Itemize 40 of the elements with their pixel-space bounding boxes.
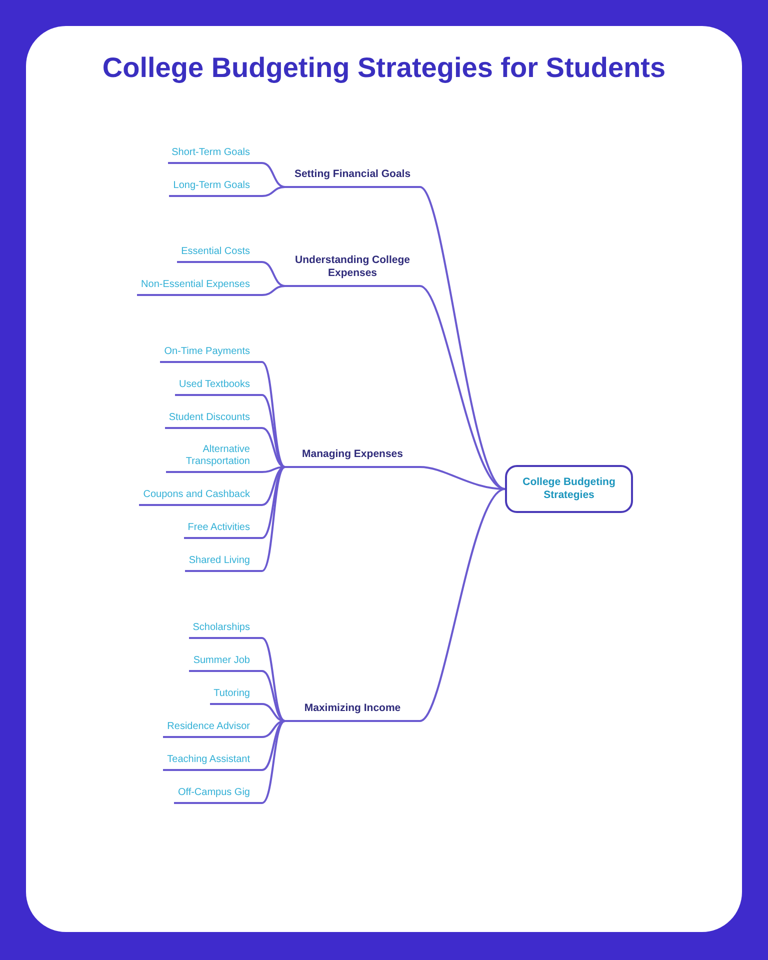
leaf-topic: Long-Term Goals xyxy=(169,180,262,197)
leaf-topic: Used Textbooks xyxy=(175,379,262,396)
connector-line xyxy=(262,670,286,722)
leaf-topic: Non-Essential Expenses xyxy=(137,279,262,296)
connector-line xyxy=(261,466,286,572)
leaf-topic: Residence Advisor xyxy=(163,721,262,738)
connector-line xyxy=(262,394,286,468)
leaf-topic: Off-Campus Gig xyxy=(174,787,262,804)
connector-line xyxy=(262,427,286,468)
connector-line xyxy=(262,720,286,771)
branch-topic: Setting Financial Goals xyxy=(285,168,420,188)
connector-line xyxy=(262,285,286,296)
branch-topic: Understanding College Expenses xyxy=(285,254,420,287)
connector-line xyxy=(261,637,286,722)
branch-topic: Maximizing Income xyxy=(285,702,420,722)
connector-line xyxy=(262,186,286,197)
leaf-topic: On-Time Payments xyxy=(160,346,262,363)
connector-line xyxy=(419,285,506,490)
connector-line xyxy=(262,466,286,539)
leaf-topic: Student Discounts xyxy=(164,412,262,429)
leaf-topic: Shared Living xyxy=(184,555,262,572)
leaf-topic: Essential Costs xyxy=(177,246,262,263)
connector-line xyxy=(261,361,286,468)
connector-line xyxy=(262,261,286,287)
leaf-topic: Coupons and Cashback xyxy=(139,489,262,506)
leaf-topic: Teaching Assistant xyxy=(163,754,262,771)
connector-line xyxy=(262,466,286,506)
leaf-topic: Alternative Transportation xyxy=(166,444,262,473)
connector-line xyxy=(419,186,506,490)
leaf-topic: Scholarships xyxy=(188,622,262,639)
leaf-topic: Tutoring xyxy=(210,688,262,705)
leaf-topic: Free Activities xyxy=(184,522,262,539)
title: College Budgeting Strategies for Students xyxy=(101,52,667,84)
connector-line xyxy=(262,162,286,188)
branch-topic: Managing Expenses xyxy=(285,448,420,468)
connector-line xyxy=(262,720,286,804)
connector-line xyxy=(419,488,506,722)
leaf-topic: Short-Term Goals xyxy=(168,147,262,164)
central-topic-box: College Budgeting Strategies xyxy=(505,465,633,513)
leaf-topic: Summer Job xyxy=(189,655,262,672)
